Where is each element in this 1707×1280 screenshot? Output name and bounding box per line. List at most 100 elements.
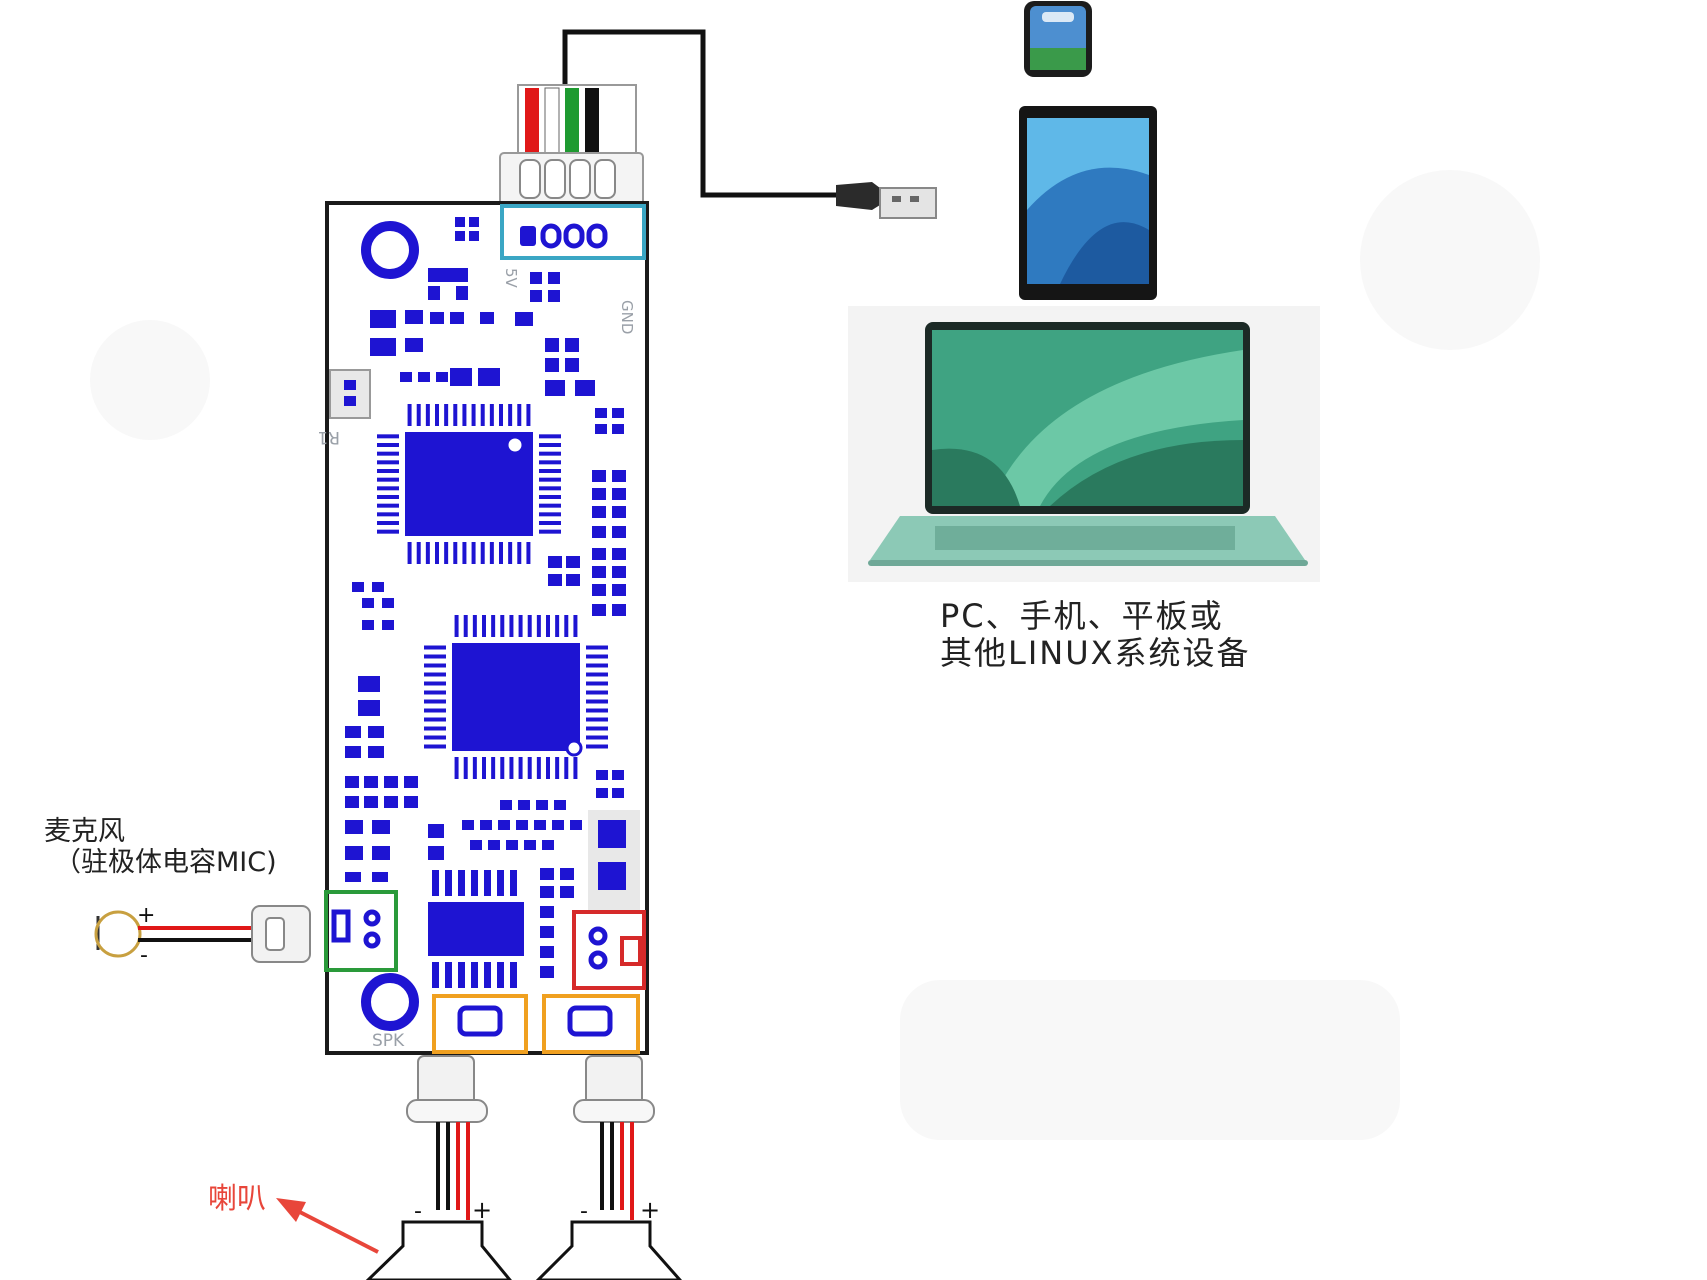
ic-pin [480,404,485,426]
ic-pin [539,434,561,439]
smd-pad [368,726,384,738]
aux-header-frame [572,910,646,990]
mounting-hole-top [361,221,419,279]
ic-pin [510,962,517,988]
smd-pad [358,676,380,692]
smd-pad [345,776,359,788]
smd-pad [548,574,562,586]
ic-pin [489,542,494,564]
ic-pin [471,962,478,988]
smd-pad [352,582,364,592]
speaker-header-frame-1 [432,994,528,1054]
smd-pad [370,310,396,328]
smd-pad [470,840,482,850]
smd-pad [612,770,624,780]
smd-pad [478,368,500,386]
ic-pin [377,521,399,525]
smd-pad [364,776,378,788]
ic-pin [463,615,468,637]
ic-pin [539,451,561,456]
ic-pin [509,757,514,779]
ic-pin [573,615,578,637]
ic-pin [435,542,439,564]
speaker-left-minus: - [414,1199,422,1224]
smd-pad [372,820,390,834]
ic-pin [377,443,399,447]
smd-pad [595,424,607,434]
smd-pad [545,338,559,352]
ic-chip-3 [428,870,524,988]
ic-pin [527,615,532,637]
smd-pad [362,598,374,608]
smd-pad [575,380,595,396]
ic-pin [539,486,561,491]
smd-pad [428,846,444,860]
smd-pad [548,272,560,284]
smd-pad [612,584,626,596]
ic-pin [424,717,446,722]
silk-r1: R1 [317,427,340,447]
speaker-right-plus: + [640,1196,660,1224]
ic-pin [508,404,513,426]
mic-header-frame [324,890,398,972]
smd-pad [592,584,606,596]
ic-pin [586,690,608,695]
ic-pin [586,708,608,713]
smd-pad [428,824,444,838]
smd-pad [545,358,559,372]
smd-pad [596,788,608,798]
ic-pin [499,404,503,426]
ic-pin [539,469,561,473]
smd-pad [540,966,554,978]
ic-pin [539,477,561,482]
smd-pad [592,526,606,538]
ic-pin [377,451,399,456]
ic-pin [527,757,532,779]
smd-pad [370,338,396,356]
ic-pin [424,744,446,749]
ic-pin [432,962,439,988]
ic-pin [377,477,399,482]
tablet-device [1019,106,1157,300]
smd-pad [428,268,468,282]
smd-pad [530,290,542,302]
smd-pad [560,868,574,880]
ic-pin [424,735,446,740]
ic-pin [546,757,550,779]
ic-pin [564,615,569,637]
smd-pad [560,886,574,898]
smd-pad [612,566,626,578]
speaker-right-minus: - [580,1199,588,1224]
smd-pad [345,846,363,860]
ic-pin [435,404,439,426]
ic-pin [377,486,399,491]
smd-pad [469,217,479,227]
smd-pad [515,312,533,326]
ic-pin [425,542,430,564]
ic-pin [458,962,465,988]
smd-pad [548,290,560,302]
silk-gnd: GND [618,300,636,334]
ic-pin [482,757,486,779]
ic-pin [471,404,476,426]
ic-pin [517,542,522,564]
devices-caption: PC、手机、平板或 其他LINUX系统设备 [940,598,1251,672]
smd-pad [405,310,423,324]
smd-pad [542,840,554,850]
smd-pad [595,408,607,418]
ic-pin [489,404,494,426]
speaker-annotation-arrow [276,1198,379,1254]
smd-pad [530,272,542,284]
devices-caption-line1: PC、手机、平板或 [940,597,1224,635]
smd-pad [592,488,606,500]
ic-pin [424,699,446,704]
ic-pin [539,495,561,499]
smd-pad [612,408,624,418]
smd-pad [400,372,412,382]
ic-pin [586,744,608,749]
smd-pad [612,488,626,500]
smd-pad [345,746,361,758]
devices-caption-line2: 其他LINUX系统设备 [940,633,1251,672]
ic-pin [586,726,608,731]
ic-pin [377,460,399,465]
